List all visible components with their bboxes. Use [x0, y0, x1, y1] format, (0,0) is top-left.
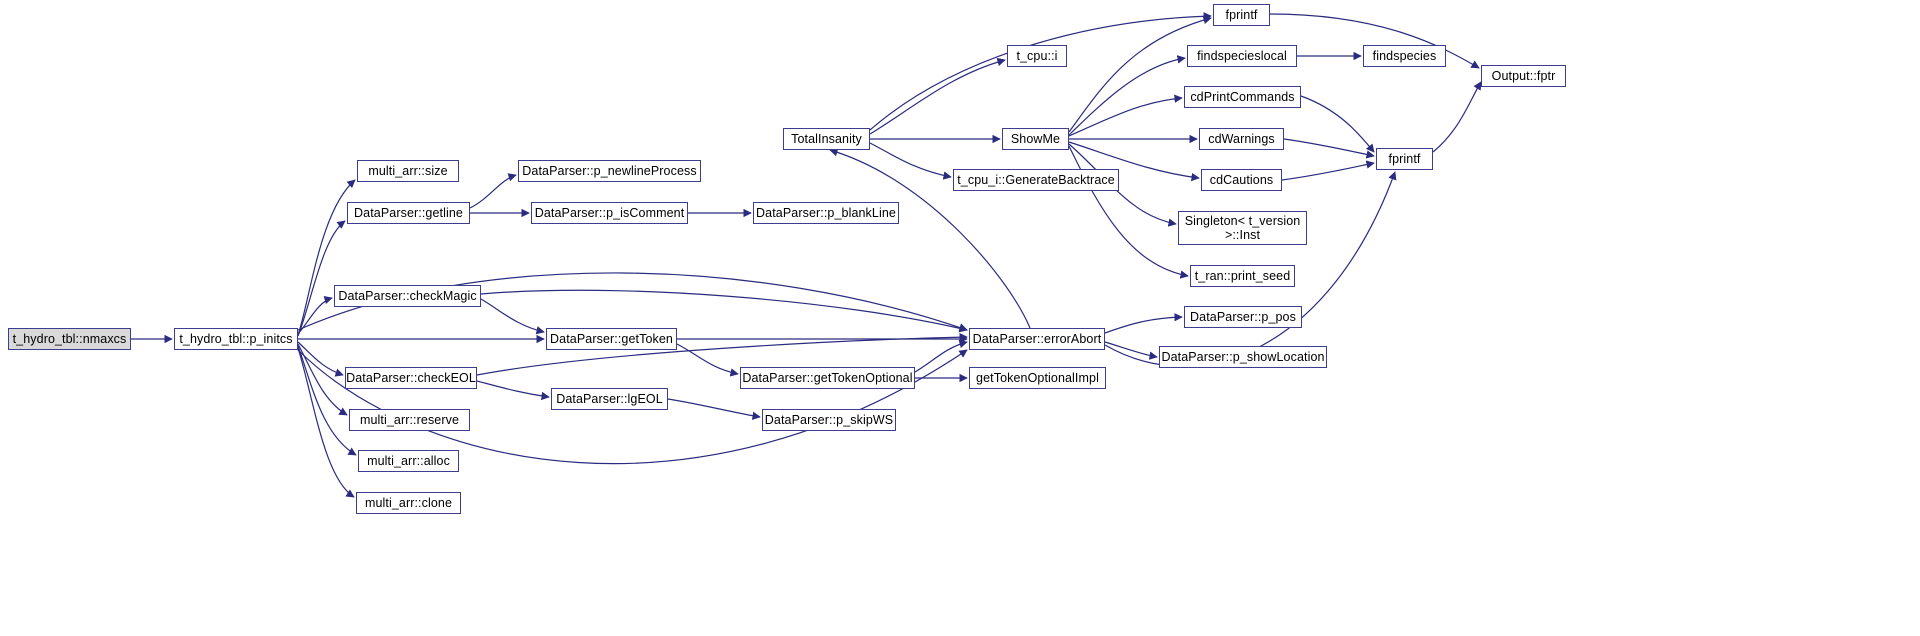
graph-node[interactable]: TotalInsanity: [783, 128, 870, 150]
graph-node[interactable]: DataParser::errorAbort: [969, 328, 1105, 350]
graph-node[interactable]: multi_arr::reserve: [349, 409, 470, 431]
graph-node[interactable]: DataParser::p_blankLine: [753, 202, 899, 224]
graph-node[interactable]: DataParser::checkEOL: [345, 367, 477, 389]
graph-node[interactable]: multi_arr::clone: [356, 492, 461, 514]
graph-node[interactable]: cdPrintCommands: [1184, 86, 1301, 108]
graph-node[interactable]: multi_arr::alloc: [358, 450, 459, 472]
graph-node[interactable]: getTokenOptionalImpl: [969, 367, 1106, 389]
graph-node[interactable]: fprintf: [1213, 4, 1270, 26]
graph-node[interactable]: DataParser::p_newlineProcess: [518, 160, 701, 182]
graph-node[interactable]: DataParser::lgEOL: [551, 388, 668, 410]
graph-node[interactable]: cdCautions: [1201, 169, 1282, 191]
graph-node[interactable]: DataParser::p_pos: [1184, 306, 1302, 328]
graph-node-root[interactable]: t_hydro_tbl::nmaxcs: [8, 328, 131, 350]
graph-node[interactable]: DataParser::getToken: [546, 328, 677, 350]
graph-node[interactable]: DataParser::p_isComment: [531, 202, 688, 224]
graph-node[interactable]: Singleton< t_version >::Inst: [1178, 211, 1307, 245]
graph-node[interactable]: fprintf: [1376, 148, 1433, 170]
graph-node[interactable]: DataParser::p_skipWS: [762, 409, 896, 431]
graph-node[interactable]: findspecieslocal: [1187, 45, 1297, 67]
graph-node[interactable]: cdWarnings: [1199, 128, 1284, 150]
graph-node[interactable]: t_cpu_i::GenerateBacktrace: [953, 169, 1119, 191]
graph-node[interactable]: t_cpu::i: [1007, 45, 1067, 67]
graph-node[interactable]: ShowMe: [1002, 128, 1069, 150]
graph-node[interactable]: DataParser::p_showLocation: [1159, 346, 1327, 368]
graph-node[interactable]: DataParser::checkMagic: [334, 285, 481, 307]
graph-node[interactable]: t_ran::print_seed: [1190, 265, 1295, 287]
graph-node[interactable]: findspecies: [1363, 45, 1446, 67]
graph-node[interactable]: Output::fptr: [1481, 65, 1566, 87]
graph-node[interactable]: DataParser::getTokenOptional: [740, 367, 915, 389]
graph-node[interactable]: DataParser::getline: [347, 202, 470, 224]
graph-node[interactable]: multi_arr::size: [357, 160, 459, 182]
graph-node[interactable]: t_hydro_tbl::p_initcs: [174, 328, 298, 350]
